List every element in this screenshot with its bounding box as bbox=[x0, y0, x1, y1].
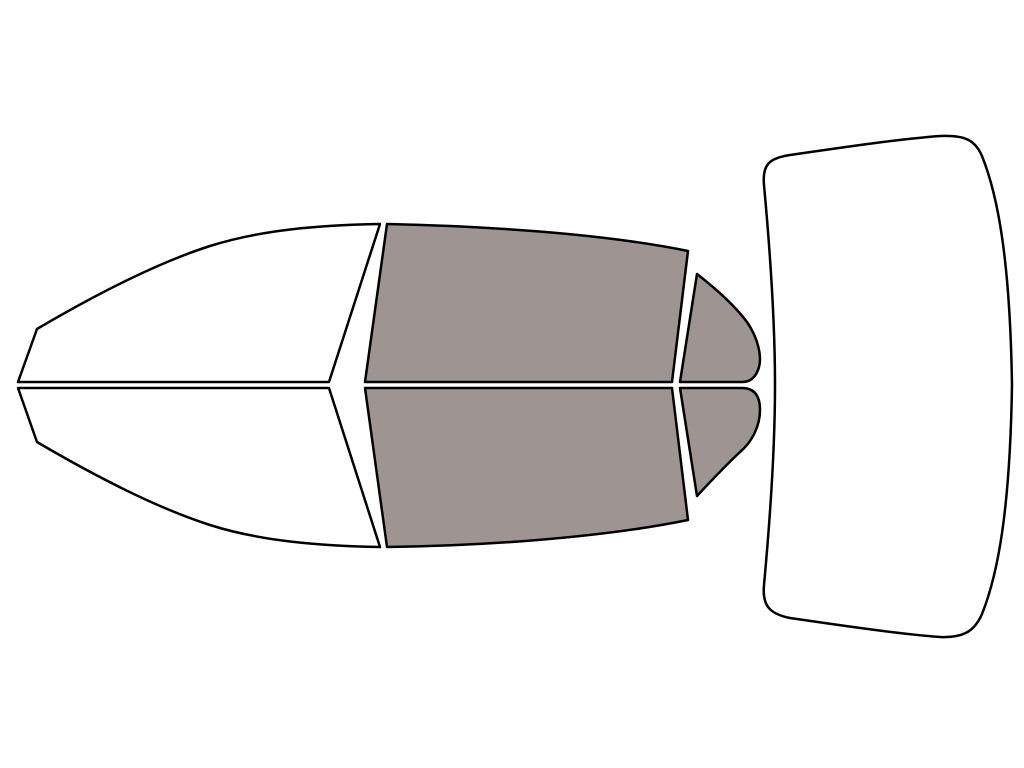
front-windshield-lower-half[interactable] bbox=[16, 386, 382, 549]
front-side-window-upper[interactable] bbox=[363, 222, 690, 384]
front-side-window-lower[interactable] bbox=[363, 386, 690, 549]
front-windshield-upper-half[interactable] bbox=[16, 222, 382, 384]
rear-side-window-upper[interactable] bbox=[678, 272, 762, 384]
rear-windshield[interactable] bbox=[762, 134, 1014, 639]
rear-side-window-lower[interactable] bbox=[678, 386, 762, 498]
